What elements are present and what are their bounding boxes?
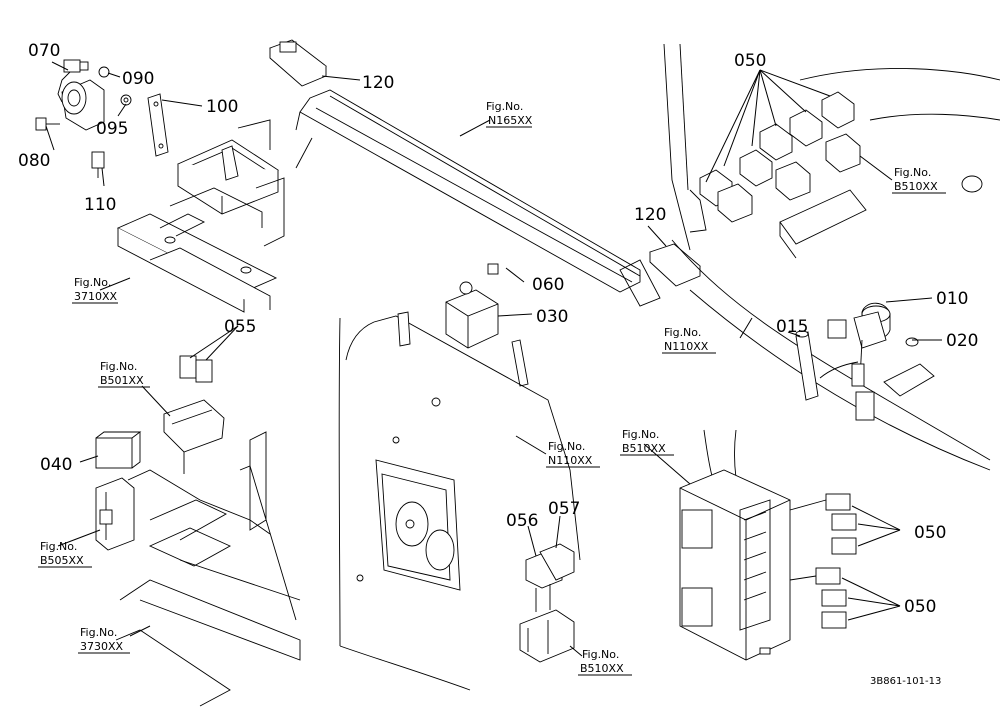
fuse-relays bbox=[815, 493, 857, 629]
svg-text:Fig.No.: Fig.No. bbox=[664, 326, 701, 339]
part-label-055: 055 bbox=[224, 317, 256, 337]
svg-text:3710XX: 3710XX bbox=[74, 290, 118, 303]
part-label-090: 090 bbox=[122, 69, 154, 89]
part-label-050-fuse-lower: 050 bbox=[904, 597, 936, 617]
fig-ref-b510xx-bottom: Fig.No. B510XX bbox=[578, 648, 632, 676]
svg-text:B510XX: B510XX bbox=[622, 442, 666, 455]
svg-text:B510XX: B510XX bbox=[580, 662, 624, 675]
fig-ref-b510xx-fusebox: Fig.No. B510XX bbox=[620, 428, 674, 456]
leader-lines bbox=[45, 61, 942, 657]
svg-text:N165XX: N165XX bbox=[488, 114, 533, 127]
line-art bbox=[35, 39, 1000, 707]
svg-text:Fig.No.: Fig.No. bbox=[100, 360, 137, 373]
fig-ref-n110xx-right: Fig.No. N110XX bbox=[662, 326, 716, 354]
svg-text:Fig.No.: Fig.No. bbox=[894, 166, 931, 179]
part-label-015: 015 bbox=[776, 317, 808, 337]
fig-ref-n165xx: Fig.No. N165XX bbox=[486, 100, 533, 128]
svg-text:B510XX: B510XX bbox=[894, 180, 938, 193]
center-panel-drawing bbox=[338, 263, 581, 691]
svg-text:Fig.No.: Fig.No. bbox=[582, 648, 619, 661]
part-label-110: 110 bbox=[84, 195, 116, 215]
svg-text:Fig.No.: Fig.No. bbox=[548, 440, 585, 453]
part-label-030: 030 bbox=[536, 307, 568, 327]
part-label-100: 100 bbox=[206, 97, 238, 117]
svg-text:N110XX: N110XX bbox=[664, 340, 709, 353]
part-label-010: 010 bbox=[936, 289, 968, 309]
sensor-drawing bbox=[795, 302, 935, 421]
fuse-box-drawing bbox=[679, 429, 857, 661]
part-label-050-top: 050 bbox=[734, 51, 766, 71]
part-labels: 070 090 095 100 080 110 120 120 050 050 … bbox=[18, 41, 978, 617]
fig-ref-b505xx: Fig.No. B505XX bbox=[38, 540, 92, 568]
part-label-020: 020 bbox=[946, 331, 978, 351]
svg-text:Fig.No.: Fig.No. bbox=[622, 428, 659, 441]
figure-references: Fig.No. N165XX Fig.No. B510XX Fig.No. 37… bbox=[38, 100, 946, 676]
fig-ref-3730xx: Fig.No. 3730XX bbox=[78, 626, 130, 654]
harness-bar-drawing bbox=[269, 39, 701, 307]
relay-block-drawing bbox=[663, 43, 1000, 471]
relay-056-057-drawing bbox=[519, 543, 575, 663]
fig-ref-3710xx: Fig.No. 3710XX bbox=[72, 276, 118, 304]
part-label-095: 095 bbox=[96, 119, 128, 139]
svg-text:Fig.No.: Fig.No. bbox=[74, 276, 111, 289]
svg-text:B505XX: B505XX bbox=[40, 554, 84, 567]
fig-ref-n110xx-center: Fig.No. N110XX bbox=[546, 440, 600, 468]
fig-ref-b510xx-top: Fig.No. B510XX bbox=[892, 166, 946, 194]
part-label-070: 070 bbox=[28, 41, 60, 61]
fig-ref-b501xx: Fig.No. B501XX bbox=[98, 360, 150, 388]
part-label-120-right: 120 bbox=[634, 205, 666, 225]
svg-text:Fig.No.: Fig.No. bbox=[40, 540, 77, 553]
relay-bracket-drawing bbox=[95, 355, 301, 707]
part-label-056: 056 bbox=[506, 511, 538, 531]
svg-text:N110XX: N110XX bbox=[548, 454, 593, 467]
part-label-060: 060 bbox=[532, 275, 564, 295]
svg-text:Fig.No.: Fig.No. bbox=[80, 626, 117, 639]
part-label-050-fuse-upper: 050 bbox=[914, 523, 946, 543]
svg-text:Fig.No.: Fig.No. bbox=[486, 100, 523, 113]
part-label-040: 040 bbox=[40, 455, 72, 475]
part-label-120-top: 120 bbox=[362, 73, 394, 93]
part-label-080: 080 bbox=[18, 151, 50, 171]
sensor-assembly-drawing bbox=[35, 59, 285, 313]
part-label-057: 057 bbox=[548, 499, 580, 519]
svg-text:B501XX: B501XX bbox=[100, 374, 144, 387]
svg-text:3730XX: 3730XX bbox=[80, 640, 124, 653]
drawing-code: 3B861-101-13 bbox=[870, 676, 941, 687]
